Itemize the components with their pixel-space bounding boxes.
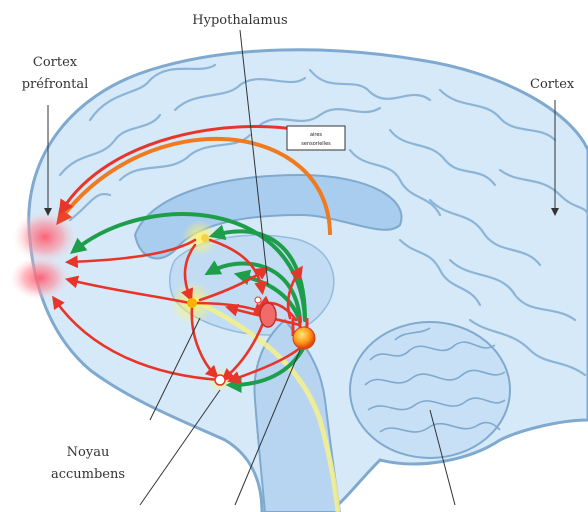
- vta-nucleus: [293, 327, 315, 349]
- mammillary-structure: [260, 303, 276, 327]
- glow-upper-nucleus: [182, 220, 218, 256]
- box-line2: sensorielles: [301, 141, 331, 147]
- label-cortex-prefrontal-2: préfrontal: [22, 77, 89, 92]
- label-noyau-1: Noyau: [67, 445, 110, 460]
- prefrontal-glow-upper: [13, 211, 77, 263]
- label-cortex-right: Cortex: [530, 77, 575, 92]
- label-cortex-prefrontal-1: Cortex: [33, 55, 78, 70]
- cerebellum: [350, 322, 510, 458]
- nucleus-node-middle: [187, 298, 197, 308]
- label-noyau-2: accumbens: [51, 467, 125, 482]
- sensory-area-box: aires sensorielles: [287, 126, 345, 150]
- label-hypothalamus: Hypothalamus: [192, 13, 287, 28]
- nucleus-node-upper: [201, 234, 209, 242]
- nucleus-node-center: [255, 297, 261, 303]
- nucleus-node-lower: [215, 375, 225, 385]
- prefrontal-glow-lower: [10, 256, 70, 300]
- box-line1: aires: [310, 132, 322, 138]
